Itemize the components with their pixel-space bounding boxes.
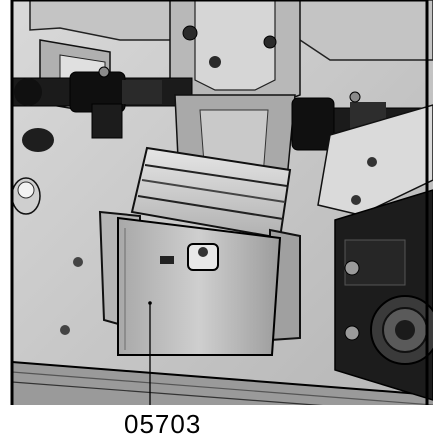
connector-icon [98,146,301,356]
figure-border [10,0,429,430]
part-number-label: 05703 [124,409,202,439]
technical-illustration: 05703 [10,0,433,437]
assembly-render [10,0,433,430]
hex-bolt-icon [182,25,198,41]
gear-icon [370,295,433,365]
